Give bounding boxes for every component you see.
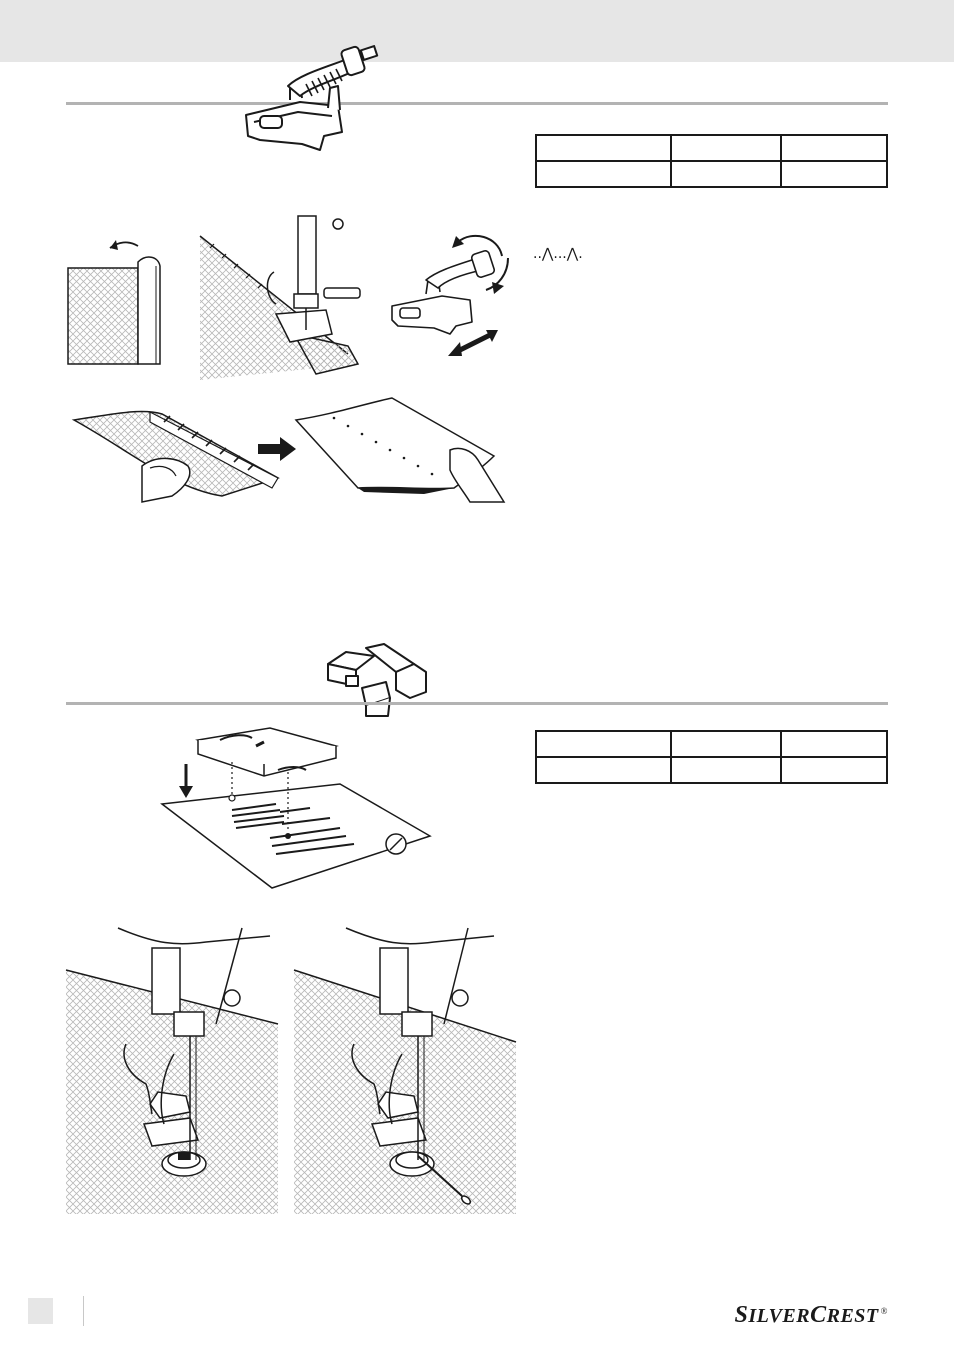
- buttonhole-sewing-right-illustration: [293, 927, 517, 1214]
- table-row: [535, 160, 888, 188]
- settings-table-blind-hem: [535, 134, 888, 188]
- finished-hem-illustration: [294, 397, 506, 503]
- footer-divider: [83, 1296, 84, 1326]
- table-cell: [670, 756, 782, 784]
- buttonhole-sewing-left-illustration: [65, 927, 279, 1214]
- arrow-right-icon: [258, 437, 296, 461]
- sewing-blind-hem-illustration: [199, 215, 361, 380]
- table-cell: [780, 756, 888, 784]
- table-cell: [780, 160, 888, 188]
- brand-logo: SILVERCREST®: [734, 1302, 888, 1328]
- blind-hem-stitch-symbol: ..⋀...⋀.: [533, 246, 583, 262]
- buttonhole-plate-illustration: [160, 727, 432, 889]
- page-number-box: [28, 1298, 53, 1324]
- table-cell: [535, 756, 672, 784]
- blind-hem-foot-icon: [245, 45, 379, 151]
- table-cell: [780, 134, 888, 162]
- table-row: [535, 134, 888, 162]
- header-band: [0, 0, 954, 62]
- table-cell: [535, 160, 672, 188]
- table-row: [535, 756, 888, 784]
- table-row: [535, 730, 888, 758]
- table-cell: [670, 134, 782, 162]
- table-cell: [670, 160, 782, 188]
- settings-table-buttonhole: [535, 730, 888, 784]
- section-rule-blind-hem: [66, 102, 888, 105]
- table-cell: [535, 134, 672, 162]
- adjust-guide-illustration: [391, 234, 509, 356]
- table-cell: [780, 730, 888, 758]
- fabric-fold-illustration: [67, 240, 161, 365]
- table-cell: [535, 730, 672, 758]
- table-cell: [670, 730, 782, 758]
- unfold-fabric-illustration: [71, 410, 280, 503]
- buttonhole-foot-icon: [327, 643, 427, 717]
- section-rule-buttonhole: [66, 702, 888, 705]
